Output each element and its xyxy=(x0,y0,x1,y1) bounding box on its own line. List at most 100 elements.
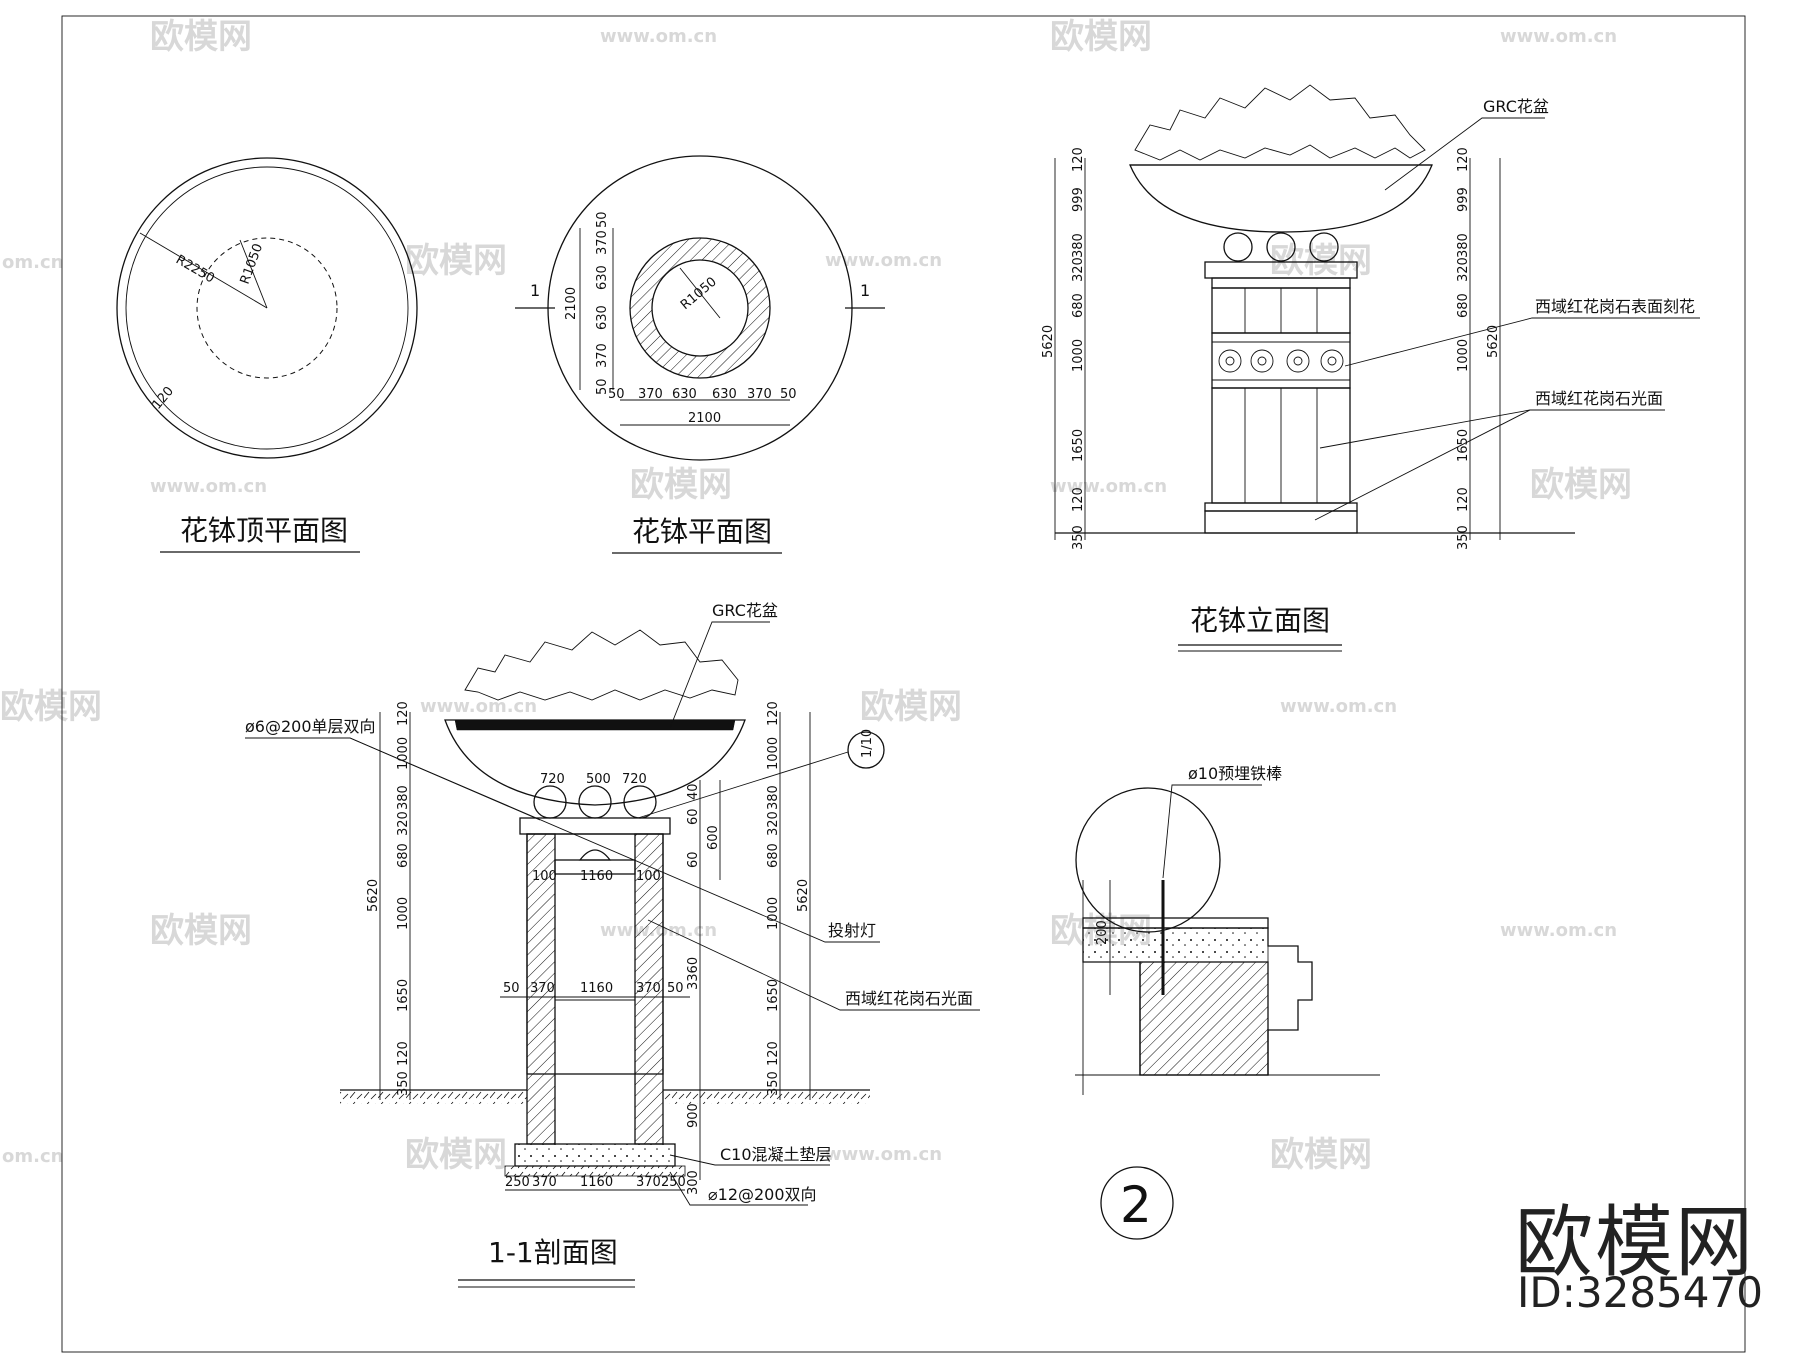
elev-label-polished: 西域红花岗石光面 xyxy=(1535,389,1663,408)
sect-top-dim: 500 xyxy=(586,772,611,787)
sect-right-dim: 680 xyxy=(766,843,781,868)
sect-mid-dim: 50 xyxy=(503,981,520,996)
rosette-icon xyxy=(1257,356,1267,366)
detail-label-rod: ø10预埋铁棒 xyxy=(1188,764,1282,783)
sect-right-dim: 1000 xyxy=(766,737,781,770)
rosette-icon xyxy=(1286,349,1310,373)
sect-left-dim: 120 xyxy=(396,1041,411,1066)
leader-rod xyxy=(1162,784,1262,879)
sect-right-dim: 1000 xyxy=(766,897,781,930)
radius-outer-label: R2250 xyxy=(173,252,217,286)
bowl-rebar-layer xyxy=(454,719,736,731)
sect-bottom-dim: 370 xyxy=(636,1175,661,1190)
section-view: 120 1000 380 320 680 1000 1650 120 350 5… xyxy=(245,601,980,1288)
watermark-url: www.om.cn xyxy=(825,1144,942,1165)
detail-number-circle xyxy=(1100,1166,1174,1240)
sect-right-dim: 120 xyxy=(766,1041,781,1066)
sect-right-dim: 350 xyxy=(766,1071,781,1096)
grc-bowl-section xyxy=(444,719,746,806)
sect-bottom-dim: 250 xyxy=(505,1175,530,1190)
rosette-icon xyxy=(1320,349,1344,373)
sect-mid-dim: 370 xyxy=(636,981,661,996)
leader-rebar-top xyxy=(245,737,541,821)
sect-top-dim: 720 xyxy=(540,772,565,787)
elev-dim: 1650 xyxy=(1071,429,1086,462)
plan-h-dim: 370 xyxy=(747,387,772,402)
watermark-url: om.cn xyxy=(2,1146,63,1167)
rosette-icon xyxy=(1327,356,1337,366)
elev-total-right: 5620 xyxy=(1486,325,1501,358)
sect-mid-dim: 1160 xyxy=(580,981,613,996)
elev-dim: 680 xyxy=(1071,293,1086,318)
brand-id: ID:3285470 xyxy=(1517,1268,1763,1317)
leader-concrete xyxy=(669,1154,830,1166)
earth-fill-left xyxy=(340,1090,527,1104)
sect-left-dim: 120 xyxy=(396,701,411,726)
sect-left-dim: 1000 xyxy=(396,737,411,770)
sect-left-dim: 350 xyxy=(396,1071,411,1096)
elev-dim: 1000 xyxy=(1071,339,1086,372)
plan-h-dim: 370 xyxy=(638,387,663,402)
rosette-icon xyxy=(1225,356,1235,366)
watermark-url: www.om.cn xyxy=(600,26,717,47)
elev-dim: 120 xyxy=(1071,147,1086,172)
rosette-icon xyxy=(1293,356,1303,366)
plan-v-dim: 370 xyxy=(595,343,610,368)
elev-dim: 999 xyxy=(1071,187,1086,212)
leader-grc xyxy=(1384,117,1545,191)
section-title: 1-1剖面图 xyxy=(488,1236,618,1269)
pedestal-base xyxy=(1204,510,1358,534)
elev-label-carved: 西域红花岗石表面刻花 xyxy=(1535,297,1695,316)
rosette-row xyxy=(1218,349,1344,373)
plan-h-dim: 630 xyxy=(712,387,737,402)
sect-left-total: 5620 xyxy=(366,879,381,912)
watermark-brand: 欧模网 xyxy=(860,687,962,727)
sect-left-dim: 1000 xyxy=(396,897,411,930)
plan-title: 花钵平面图 xyxy=(632,515,772,548)
elev-dim: 120 xyxy=(1456,487,1471,512)
leader-carved xyxy=(1344,317,1700,367)
sect-left-dim: 320 xyxy=(396,811,411,836)
sect-bottom-dim: 370 xyxy=(532,1175,557,1190)
support-ball xyxy=(1223,232,1253,262)
sect-mid-dim: 370 xyxy=(530,981,555,996)
sect-left-dim: 1650 xyxy=(396,979,411,1012)
leader-grc xyxy=(669,621,770,729)
plan-view: R1050 1 1 50 370 630 630 370 50 2100 50 … xyxy=(515,155,885,554)
radius-line-outer xyxy=(139,232,268,309)
watermark-brand: 欧模网 xyxy=(405,241,507,281)
depth-dim: 900 xyxy=(686,1103,701,1128)
elev-dim: 350 xyxy=(1456,525,1471,550)
bowl-base-circle xyxy=(196,237,338,379)
sect-left-dim: 380 xyxy=(396,785,411,810)
sect-label-grc: GRC花盆 xyxy=(712,601,778,620)
watermark-brand: 欧模网 xyxy=(0,687,102,727)
plan-v-dim: 50 xyxy=(595,378,610,395)
footing-earth xyxy=(504,1165,686,1177)
plant-foliage xyxy=(464,629,739,701)
detail-dim: 200 xyxy=(1095,920,1110,945)
sect-right-dim: 120 xyxy=(766,701,781,726)
spotlight-icon xyxy=(578,849,612,861)
elev-dim: 1650 xyxy=(1456,429,1471,462)
leader-rebar-bottom xyxy=(669,1171,808,1206)
radius-line-inner xyxy=(239,239,268,309)
detail-callout-leader xyxy=(637,751,849,819)
sect-bottom-dim: 250 xyxy=(661,1175,686,1190)
elev-dim: 680 xyxy=(1456,293,1471,318)
plan-h-dim: 50 xyxy=(608,387,625,402)
granite-hatch xyxy=(1139,961,1269,1076)
detail-callout-circle xyxy=(847,731,885,769)
rosette-icon xyxy=(1218,349,1242,373)
support-ball xyxy=(578,785,612,819)
plan-h-dim: 630 xyxy=(672,387,697,402)
light-dim: 600 xyxy=(706,825,721,850)
plant-foliage xyxy=(1134,84,1426,161)
grc-bowl xyxy=(1129,164,1433,233)
light-dim: 60 xyxy=(686,808,701,825)
sect-right-dim: 1650 xyxy=(766,979,781,1012)
leader-polished-base xyxy=(1314,409,1531,521)
elev-dim: 1000 xyxy=(1456,339,1471,372)
sect-right-dim: 380 xyxy=(766,785,781,810)
